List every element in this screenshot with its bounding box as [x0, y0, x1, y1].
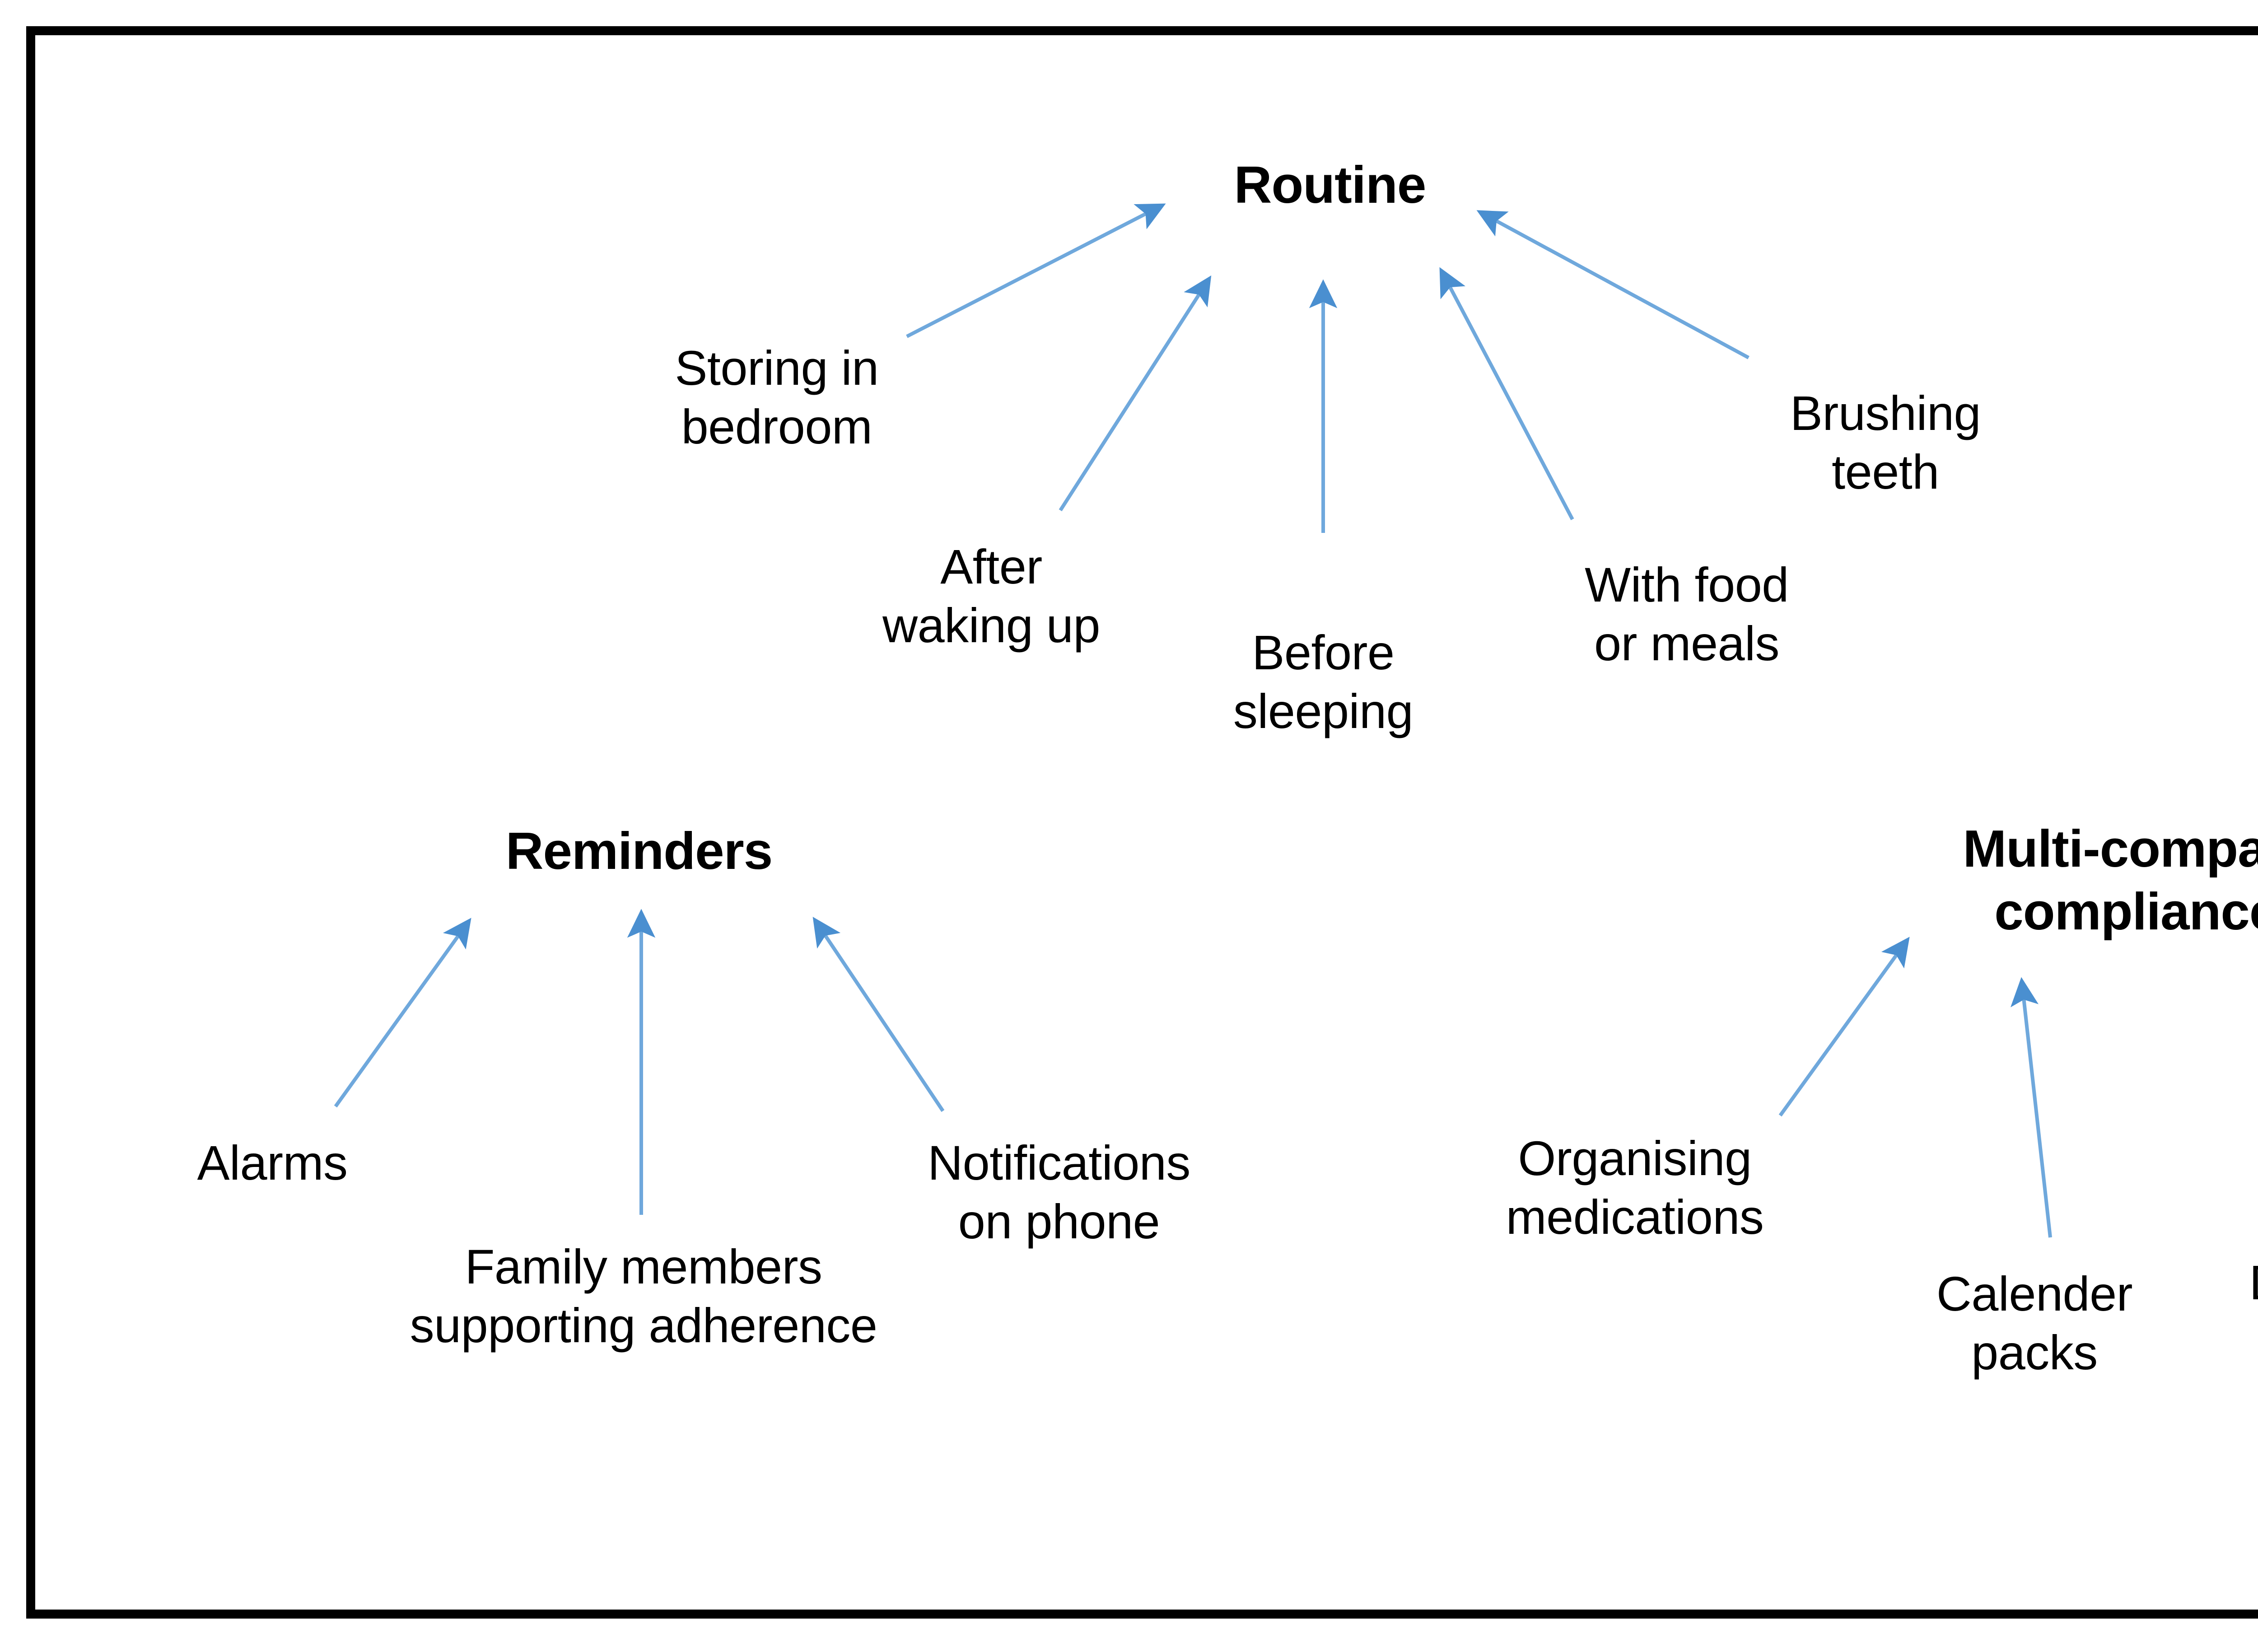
hub-routine: Routine — [1234, 155, 1427, 214]
leaf-dosette-box: Dosette box — [2249, 1253, 2258, 1370]
leaf-family-members-supporting-adherence: Family members supporting adherence — [410, 1239, 877, 1353]
leaf-notifications-on-phone: Notifications on phone — [928, 1135, 1190, 1249]
hub-multi-compartment-compliance-aids: Multi-compartment compliance aids — [1963, 819, 2258, 941]
leaf-brushing-teeth: Brushing teeth — [1790, 386, 1981, 499]
diagram-border-frame — [26, 26, 2258, 1619]
leaf-alarms: Alarms — [197, 1135, 348, 1190]
leaf-organising-medications: Organising medications — [1506, 1131, 1764, 1244]
leaf-with-food-or-meals: With food or meals — [1585, 557, 1789, 671]
leaf-calender-packs: Calender packs — [1936, 1266, 2133, 1380]
leaf-storing-in-bedroom: Storing in bedroom — [675, 341, 879, 454]
leaf-before-sleeping: Before sleeping — [1233, 625, 1414, 738]
leaf-after-waking-up: After waking up — [882, 539, 1100, 653]
hub-reminders: Reminders — [505, 821, 773, 880]
